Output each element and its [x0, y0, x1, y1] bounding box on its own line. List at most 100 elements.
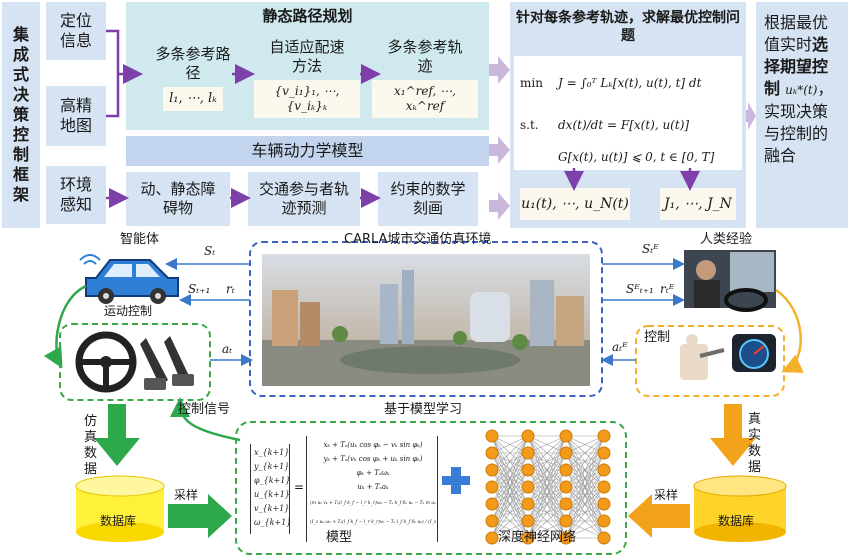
model-row: (I_z uₖ ωₖ + Tₛ(l_f k_f − l_r k_r)vₖ − T…: [310, 520, 436, 525]
block-arrow-4: [746, 102, 756, 130]
control-label: 控制: [644, 330, 671, 345]
min-label: min: [520, 76, 543, 90]
step-reference-trajectories: 多条参考轨迹 x₁^ref, ⋯, xₖ^ref: [372, 34, 478, 122]
selection-text: 根据最优值实时选择期望控制 uₖ*(t)，实现决策与控制的融合: [764, 13, 834, 165]
nn-neuron: [559, 514, 573, 528]
st-label: s.t.: [520, 118, 539, 132]
nn-connection: [527, 435, 567, 505]
nn-connection: [527, 520, 567, 539]
input-hd-map: 高精地图: [46, 86, 106, 146]
input-environment: 环境感知: [46, 166, 106, 224]
nn-neuron: [559, 480, 573, 494]
model-learning-title: 基于模型学习: [384, 402, 463, 417]
nn-connection: [565, 486, 605, 539]
state-entry: ω_{k+1}: [254, 518, 292, 527]
nn-neuron: [597, 446, 611, 460]
steering-wheel-icon: [75, 331, 137, 393]
motion-control-arrow: [43, 284, 87, 369]
nn-connection: [527, 435, 567, 454]
agent-label: 智能体: [120, 232, 160, 247]
optimization-problem: min J = ∫₀ᵀ Lₖ[x(t), u(t), t] dt s.t. dx…: [514, 56, 742, 170]
nn-connection: [565, 435, 605, 488]
nn-connection: [527, 435, 567, 471]
rte-symbol: rₜᴱ: [660, 282, 675, 296]
database-left-cylinder: [75, 475, 165, 542]
nn-neuron: [485, 463, 499, 477]
trajectories-formula: x₁^ref, ⋯, xₖ^ref: [372, 80, 478, 118]
paths-formula: l₁, ⋯, lₖ: [163, 87, 223, 111]
nn-neuron: [521, 480, 535, 494]
dynamics-constraint: dx(t)/dt = F[x(t), u(t)]: [558, 118, 690, 132]
sampling-right-arrow: [628, 494, 690, 538]
optimal-control-title: 针对每条参考轨迹，求解最优控制问题: [516, 10, 740, 44]
nn-neuron: [559, 429, 573, 443]
nn-connection: [491, 435, 529, 505]
database-right-cylinder: [693, 475, 787, 542]
input-positioning: 定位信息: [46, 2, 106, 60]
trajectory-prediction-box: 交通参与者轨迹预测: [248, 172, 360, 226]
model-row: (m uₖ vₖ + Tₛ(l_f k_f − l_r k_r)ωₖ − Tₛ …: [310, 501, 436, 506]
at-symbol: aₜ: [222, 342, 233, 356]
top-arrows: [106, 29, 756, 220]
model-row: xₖ + Tₛ(uₖ cos φₖ − vₖ sin φₖ): [323, 441, 423, 449]
motion-control-label: 运动控制: [104, 304, 153, 318]
nn-neuron: [521, 446, 535, 460]
nn-neuron: [597, 514, 611, 528]
nn-neuron: [485, 531, 499, 545]
plus-icon: [442, 467, 470, 494]
control-signal-arrow: [170, 397, 241, 442]
database-right-label: 数据库: [718, 514, 755, 528]
nn-connection: [527, 452, 567, 539]
nn-connection: [491, 520, 529, 539]
objective-formula: J = ∫₀ᵀ Lₖ[x(t), u(t), t] dt: [558, 76, 702, 90]
sim-data-arrow: [94, 404, 140, 466]
vehicle-dynamics-model: 车辆动力学模型: [126, 136, 489, 166]
bottom-diagram: [43, 241, 804, 555]
ste1-symbol: Sᴱₜ₊₁: [626, 282, 654, 296]
block-arrow-3: [489, 192, 510, 220]
obstacles-box: 动、静态障碍物: [126, 172, 230, 226]
model-row: yₖ + Tₛ(vₖ cos φₖ + uₖ sin φₖ): [323, 455, 423, 463]
nn-connection: [491, 435, 529, 471]
model-matrix: [306, 436, 438, 542]
state-entry: x_{k+1}: [254, 448, 290, 457]
nn-neuron: [521, 531, 535, 545]
nn-neuron: [559, 463, 573, 477]
constraint-math-box: 约束的数学刻画: [378, 172, 478, 226]
carla-frame: [249, 241, 603, 397]
ate-symbol: aₜᴱ: [612, 340, 628, 354]
model-row: φₖ + Tₛωₖ: [356, 469, 390, 477]
state-entry: v_{k+1}: [254, 504, 290, 513]
nn-connection: [491, 435, 529, 522]
state-entry: φ_{k+1}: [254, 476, 291, 485]
nn-neuron: [597, 531, 611, 545]
sim-data-label: 仿真数据: [84, 414, 98, 477]
human-driver-image: [684, 250, 776, 312]
nn-neuron: [485, 446, 499, 460]
nn-neuron: [597, 463, 611, 477]
driver-seat-icon: [680, 334, 725, 380]
nn-connection: [527, 435, 567, 522]
static-planning-panel: 静态路径规划 多条参考路径 l₁, ⋯, lₖ 自适应配速方法 {v_i₁}₁,…: [126, 2, 489, 130]
real-data-arrow: [710, 404, 756, 466]
control-solutions: u₁(t), ⋯, u_N(t): [520, 188, 630, 220]
nn-connection: [527, 503, 567, 539]
st1-symbol: Sₜ₊₁: [188, 282, 211, 296]
nn-neuron: [485, 514, 499, 528]
inequality-constraint: G[x(t), u(t)] ⩽ 0, t ∈ [0, T]: [558, 150, 715, 164]
ste-symbol: Sₜᴱ: [642, 242, 659, 256]
state-equals: =: [294, 480, 305, 494]
human-control-arrow: [775, 288, 804, 373]
nn-neuron: [559, 446, 573, 460]
state-entry: y_{k+1}: [254, 462, 290, 471]
rt-symbol: rₜ: [226, 282, 235, 296]
nn-neuron: [597, 480, 611, 494]
neural-network-icon: [485, 429, 611, 545]
model-learning-frame: [235, 421, 627, 555]
network-label: 深度神经网络: [498, 530, 577, 545]
model-label: 模型: [326, 530, 353, 545]
nn-neuron: [521, 497, 535, 511]
pedals-icon: [140, 336, 194, 390]
carla-title: CARLA城市交通仿真环境: [344, 232, 492, 247]
nn-connection: [565, 520, 605, 539]
